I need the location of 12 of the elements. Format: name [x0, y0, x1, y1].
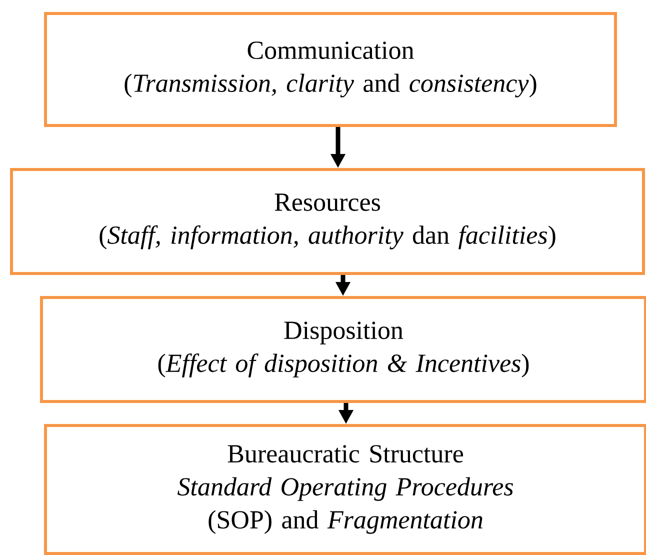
- box-heading: Communication: [248, 42, 414, 60]
- box-description: Standard Operating Procedures (SOP) and Fragmentation: [178, 477, 513, 534]
- box-description: (Transmission, clarity and consistency): [124, 74, 536, 98]
- process-box: [44, 12, 617, 127]
- box-description: (Staff, information, authority dan facilities): [100, 225, 556, 250]
- process-box: [10, 168, 645, 275]
- box-description: (Effect of disposition & Incentives): [158, 354, 529, 378]
- process-box: [44, 424, 646, 555]
- box-heading: Disposition: [284, 322, 404, 344]
- box-heading: Resources: [274, 194, 380, 211]
- process-box: [40, 296, 646, 403]
- box-heading: Bureaucratic Structure: [228, 445, 463, 463]
